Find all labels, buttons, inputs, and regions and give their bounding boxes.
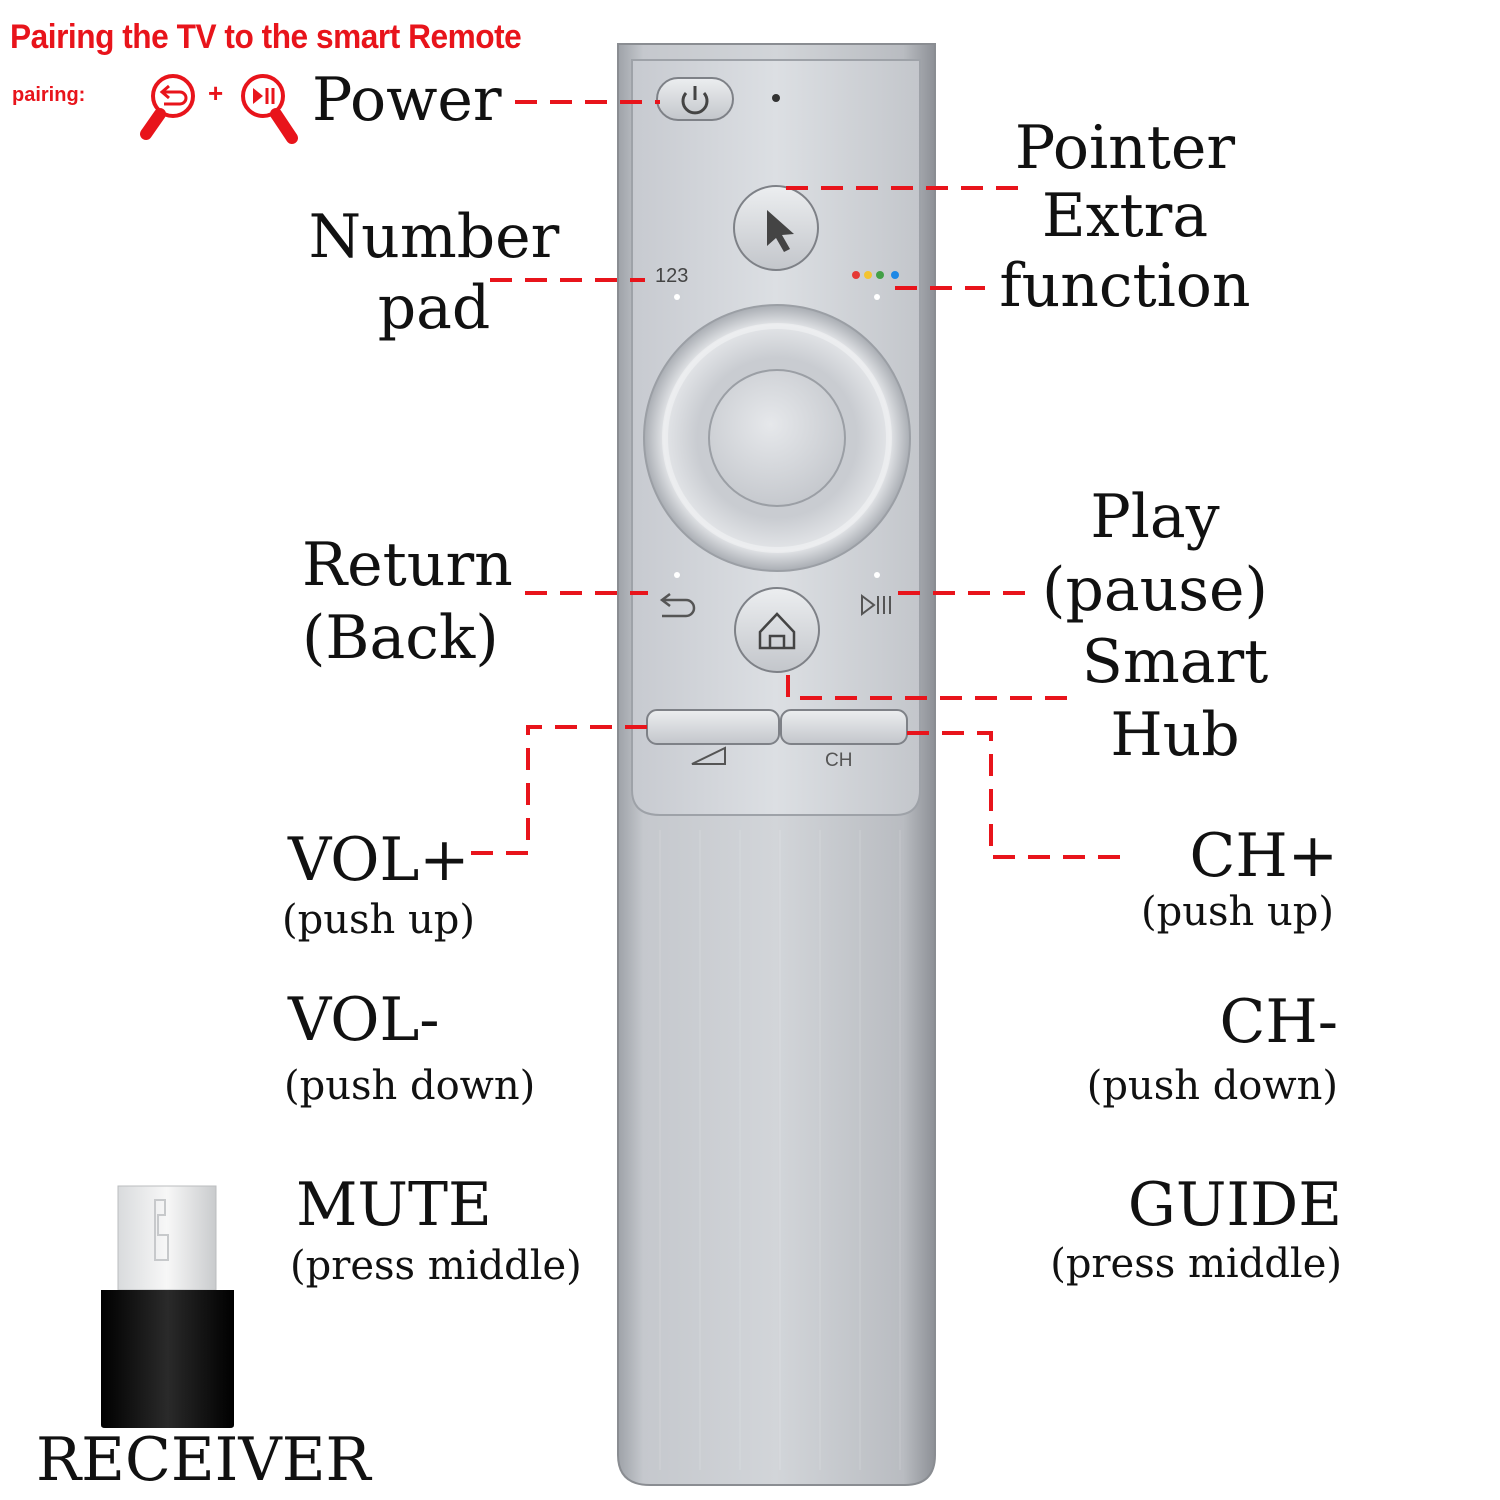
return-button[interactable] [659, 593, 696, 618]
pairing-plus: + [208, 78, 224, 108]
home-icon [758, 612, 796, 650]
label-return-line2: (Back) [302, 603, 499, 673]
channel-rocker[interactable] [780, 709, 908, 745]
play-pause-button[interactable] [861, 594, 891, 616]
volume-rocker[interactable] [646, 709, 780, 745]
label-guide-sub: (press middle) [1050, 1241, 1342, 1287]
number-key[interactable]: 123 [655, 265, 688, 287]
label-power: Power [312, 65, 502, 135]
pairing-label: pairing: [12, 84, 86, 106]
label-smart-hub-line2: Hub [1110, 700, 1240, 770]
label-vol-plus-sub: (push up) [282, 897, 475, 943]
label-ch-plus-sub: (push up) [1141, 889, 1334, 935]
pairing-title: Pairing the TV to the smart Remote [10, 18, 522, 56]
leader-lines [470, 100, 1130, 859]
label-mute-sub: (press middle) [290, 1243, 582, 1289]
label-ch-plus: CH+ [1189, 821, 1338, 891]
label-mute: MUTE [296, 1170, 492, 1240]
label-return-line1: Return [302, 530, 513, 600]
label-number-pad-line2: pad [377, 273, 491, 343]
label-smart-hub-line1: Smart [1081, 627, 1269, 697]
label-ch-minus-sub: (push down) [1086, 1063, 1338, 1109]
pairing-play-icon [241, 74, 298, 144]
status-led [772, 94, 780, 102]
ch-key-label: CH [825, 750, 852, 771]
play-led [874, 572, 880, 578]
label-play-line2: (pause) [1042, 555, 1268, 625]
label-vol-minus-sub: (push down) [284, 1063, 536, 1109]
number-key-led [674, 294, 680, 300]
label-receiver: RECEIVER [36, 1425, 371, 1495]
usb-receiver [101, 1185, 234, 1428]
power-button[interactable] [656, 77, 734, 121]
smart-hub-button[interactable] [734, 587, 820, 673]
pairing-return-icon [140, 74, 195, 140]
return-icon [662, 598, 696, 618]
volume-icon [691, 746, 726, 765]
label-guide: GUIDE [1127, 1170, 1342, 1240]
label-extra-function-line2: function [999, 251, 1251, 321]
pointer-button[interactable] [733, 185, 819, 271]
pointer-icon [767, 210, 794, 252]
color-keys[interactable] [852, 271, 899, 279]
label-pointer: Pointer [1014, 113, 1236, 183]
select-button[interactable] [708, 369, 846, 507]
label-vol-plus: VOL+ [288, 825, 470, 895]
label-vol-minus: VOL- [288, 985, 440, 1055]
label-number-pad-line1: Number [308, 202, 560, 272]
play-pause-icon [861, 594, 891, 616]
label-ch-minus: CH- [1219, 987, 1338, 1057]
label-play-line1: Play [1090, 482, 1220, 552]
power-icon [681, 86, 709, 115]
label-extra-function-line1: Extra [1041, 181, 1209, 251]
return-led [674, 572, 680, 578]
color-keys-led [874, 294, 880, 300]
